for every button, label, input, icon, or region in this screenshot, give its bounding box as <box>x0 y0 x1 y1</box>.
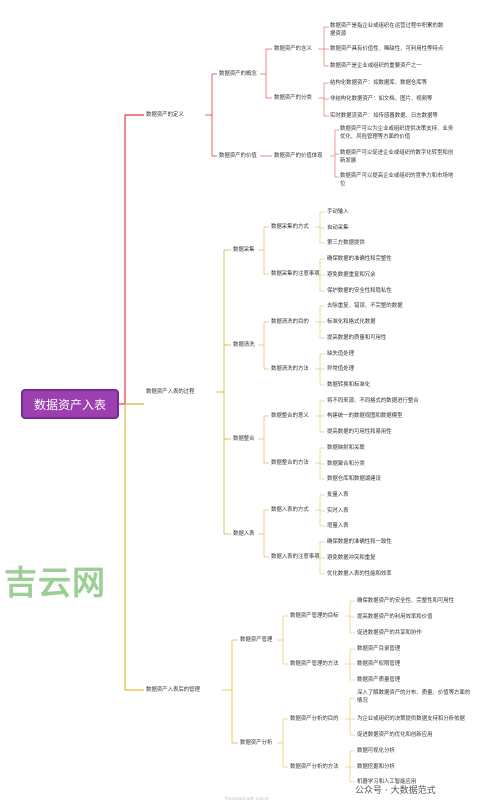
node-mgmt-method: 数据资产管理的方法 <box>290 661 339 667</box>
leaf: 促进数据资产的优化和创新应用 <box>357 732 433 738</box>
leaf: 数据转换和标准化 <box>327 382 371 388</box>
branch-management: 数据资产入表后的管理 <box>146 687 200 693</box>
leaf: 数据挖掘和分析 <box>357 764 395 770</box>
node-analysis-goal: 数据资产分析的目的 <box>290 716 339 722</box>
leaf: 实时数据流资产：如传感器数据、日志数据等 <box>330 113 438 119</box>
leaf: 结构化数据资产：如数据库、数据仓库等 <box>330 80 428 86</box>
leaf: 情况 <box>357 698 368 704</box>
leaf: 避免数据冲突和重复 <box>327 555 376 561</box>
root-node: 数据资产入表 <box>21 389 119 419</box>
footer-credit: Presented with xmind <box>225 796 269 801</box>
leaf: 保护数据的安全性和隐私性 <box>327 288 392 294</box>
leaf: 优化数据入表的性能和效率 <box>327 571 392 577</box>
leaf: 数据聚合和分类 <box>327 461 365 467</box>
node-entry: 数据入表 <box>233 531 255 537</box>
node-collect-method: 数据采集的方式 <box>271 224 309 230</box>
node-clean: 数据清洗 <box>233 342 255 348</box>
leaf: 数据资产具有价值性、稀缺性、可利用性等特点 <box>330 46 444 52</box>
leaf: 去除重复、错误、不完整的数据 <box>327 303 403 309</box>
node-collect: 数据采集 <box>233 247 255 253</box>
leaf: 据资源 <box>330 31 347 37</box>
node-category: 数据资产的分类 <box>274 95 312 101</box>
node-collect-note: 数据采集的注意事项 <box>271 271 320 277</box>
branch-process: 数据资产入表的过程 <box>146 389 195 395</box>
leaf: 深入了解数据资产的分布、质量、价值等方面的 <box>357 690 471 696</box>
node-meaning: 数据资产的含义 <box>274 46 312 52</box>
leaf: 数据资产权限管理 <box>357 661 401 667</box>
leaf: 确保数据的准确性和一致性 <box>327 539 392 545</box>
leaf: 新发展 <box>340 158 357 164</box>
leaf: 为企业或组织的决策提供数据支持和分析依据 <box>357 716 465 722</box>
leaf: 数据仓库和数据湖建设 <box>327 476 381 482</box>
leaf: 批量入表 <box>327 492 349 498</box>
node-value-embody: 数据资产的价值体现 <box>274 153 323 159</box>
leaf: 增量入表 <box>327 523 349 529</box>
watermark-logo: 吉云网 <box>4 563 106 602</box>
leaf: 数据资产可以促进企业或组织的数字化转型和创 <box>340 150 454 156</box>
leaf: 提高数据的质量和可用性 <box>327 335 387 341</box>
leaf: 位 <box>340 181 346 187</box>
node-entry-method: 数据入表的方式 <box>271 507 309 513</box>
leaf: 实时入表 <box>327 508 349 514</box>
leaf: 非结构化数据资产：如文档、图片、视频等 <box>330 96 433 102</box>
leaf: 自动采集 <box>327 225 349 231</box>
leaf: 数据资产质量管理 <box>357 677 401 683</box>
brand-caption: 公众号 · 大数据范式 <box>355 786 436 796</box>
leaf: 构建统一的数据视图和数据模型 <box>327 413 403 419</box>
leaf: 提高数据的可用性和易用性 <box>327 429 392 435</box>
branch-definition: 数据资产的定义 <box>146 112 184 118</box>
leaf: 确保数据的准确性和完整性 <box>327 256 392 262</box>
leaf: 机器学习和人工智能应用 <box>357 779 417 785</box>
node-asset-analysis: 数据资产分析 <box>240 740 273 746</box>
node-analysis-method: 数据资产分析的方法 <box>290 764 339 770</box>
leaf: 数据映射和关联 <box>327 445 365 451</box>
node-asset-mgmt: 数据资产管理 <box>240 637 273 643</box>
leaf: 异常值处理 <box>327 366 354 372</box>
leaf: 标准化和格式化数据 <box>327 319 376 325</box>
node-integrate-meaning: 数据整合的意义 <box>271 413 309 419</box>
leaf: 促进数据资产的共享和协作 <box>357 630 422 636</box>
leaf: 数据资产目录管理 <box>357 646 401 652</box>
leaf: 缺失值处理 <box>327 351 354 357</box>
leaf: 将不同来源、不同格式的数据进行整合 <box>327 398 419 404</box>
leaf: 数据资产可以为企业或组织提供决策支持、业务 <box>340 126 454 132</box>
leaf: 第三方数据提供 <box>327 240 365 246</box>
leaf: 数据资产是指企业或组织在运营过程中积累的数 <box>330 23 444 29</box>
node-entry-note: 数据入表的注意事项 <box>271 554 320 560</box>
leaf: 数据资产是企业或组织的重要资产之一 <box>330 63 422 69</box>
leaf: 确保数据资产的安全性、完整性和可用性 <box>357 598 455 604</box>
leaf: 提高数据资产的利用效率和价值 <box>357 614 433 620</box>
leaf: 手动输入 <box>327 209 349 215</box>
leaf: 数据可视化分析 <box>357 748 395 754</box>
leaf: 优化、风险管理等方面的价值 <box>340 134 411 140</box>
node-concept: 数据资产的概念 <box>219 71 257 77</box>
leaf: 数据资产可以提高企业或组织的竞争力和市场地 <box>340 173 454 179</box>
leaf: 避免数据重复和冗余 <box>327 272 376 278</box>
node-integrate: 数据整合 <box>233 436 255 442</box>
node-mgmt-goal: 数据资产管理的目标 <box>290 613 339 619</box>
node-clean-method: 数据清洗的方法 <box>271 366 309 372</box>
node-value: 数据资产的价值 <box>219 153 257 159</box>
node-clean-goal: 数据清洗的目的 <box>271 319 309 325</box>
node-integrate-method: 数据整合的方法 <box>271 460 309 466</box>
